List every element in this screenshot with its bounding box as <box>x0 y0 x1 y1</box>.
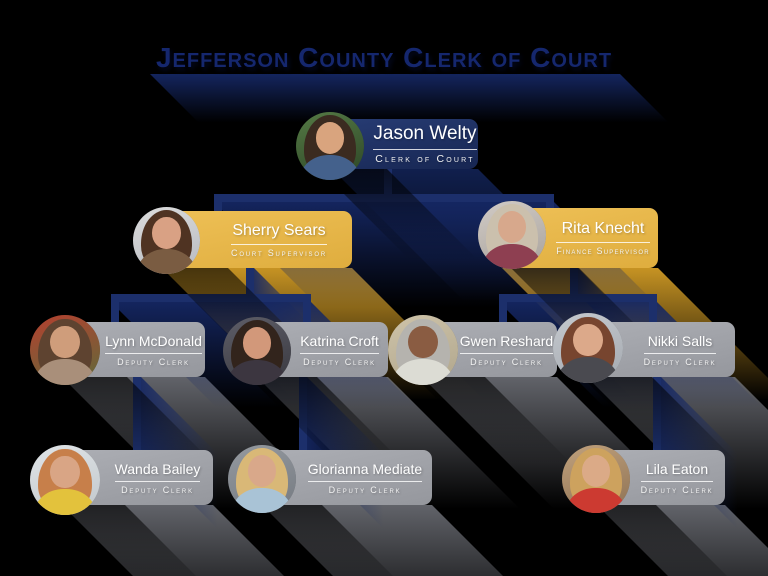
connector-line <box>299 377 307 451</box>
connector-line <box>133 377 141 451</box>
person-name: Sherry Sears <box>232 221 326 239</box>
avatar <box>388 315 458 385</box>
person-role: Deputy Clerk <box>303 356 376 367</box>
person-role: Deputy Clerk <box>643 356 717 367</box>
avatar <box>30 445 100 515</box>
avatar-head <box>408 325 438 359</box>
person-role: Finance Supervisor <box>556 246 650 256</box>
avatar <box>478 201 546 269</box>
connector-line <box>303 302 311 324</box>
connector-line <box>384 168 392 195</box>
connector-line <box>653 377 661 451</box>
person-name: Jason Welty <box>373 123 477 144</box>
avatar-head <box>50 325 80 359</box>
person-role: Deputy Clerk <box>470 356 543 367</box>
avatar-head <box>573 323 603 357</box>
avatar-head <box>50 455 80 489</box>
shadow-streak <box>597 505 768 576</box>
divider-line <box>373 149 477 150</box>
connector-line <box>499 302 507 324</box>
person-name: Rita Knecht <box>561 220 645 237</box>
connector-line <box>570 268 578 295</box>
divider-line <box>459 352 554 354</box>
avatar-head <box>152 217 181 249</box>
connector-line <box>246 268 254 295</box>
person-role: Deputy Clerk <box>328 484 402 495</box>
person-role: Deputy Clerk <box>640 484 714 495</box>
divider-line <box>643 352 717 354</box>
person-name: Lila Eaton <box>645 460 709 477</box>
person-name: Lynn McDonald <box>105 332 202 349</box>
person-name: Nikki Salls <box>647 332 713 349</box>
divider-line <box>300 352 379 354</box>
divider-line <box>231 243 327 245</box>
divider-line <box>114 480 201 482</box>
person-role: Clerk of Court <box>375 153 475 165</box>
page-title: Jefferson County Clerk of Court <box>155 42 613 73</box>
divider-line <box>307 480 423 482</box>
avatar <box>223 317 291 385</box>
avatar <box>228 445 296 513</box>
connector-line <box>649 302 657 324</box>
connector-line <box>499 294 657 302</box>
connector-line <box>111 294 311 302</box>
divider-line <box>105 352 202 354</box>
divider-line <box>556 242 650 243</box>
person-role: Deputy Clerk <box>121 484 194 495</box>
person-role: Deputy Clerk <box>117 356 190 367</box>
person-name: Glorianna Mediate <box>307 460 423 477</box>
avatar <box>296 112 364 180</box>
avatar <box>30 315 100 385</box>
shadow-streak <box>262 505 582 576</box>
person-name: Wanda Bailey <box>114 460 201 477</box>
person-name: Gwen Reshard <box>459 332 554 349</box>
avatar <box>553 313 623 383</box>
person-role: Court Supervisor <box>231 247 327 258</box>
person-name: Katrina Croft <box>300 332 379 349</box>
divider-line <box>640 480 714 482</box>
shadow-streak <box>62 505 363 576</box>
avatar <box>562 445 630 513</box>
connector-line <box>111 302 119 324</box>
avatar <box>133 207 200 274</box>
